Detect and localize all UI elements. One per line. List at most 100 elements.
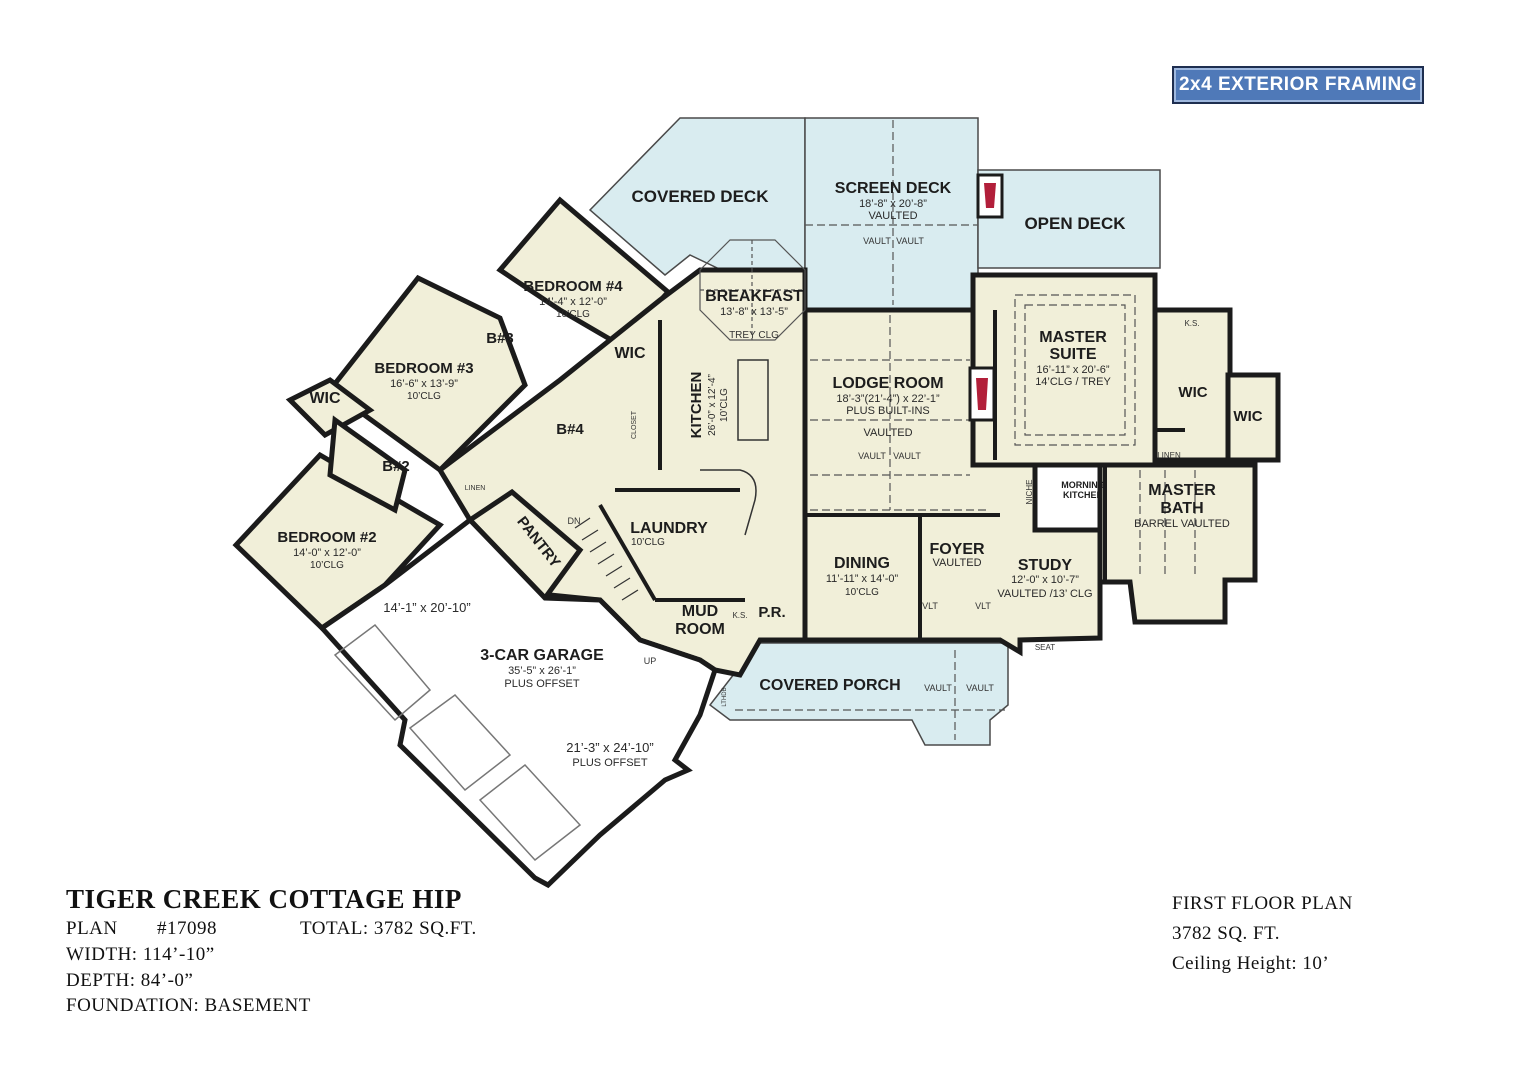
vault-label: VAULT xyxy=(863,236,891,246)
bedroom2-name: BEDROOM #2 xyxy=(277,529,376,546)
laundry-ceiling: 10’CLG xyxy=(631,537,665,548)
bedroom3-name: BEDROOM #3 xyxy=(374,360,473,377)
framing-badge: 2x4 EXTERIOR FRAMING xyxy=(1172,66,1424,104)
deck-areas xyxy=(588,117,1161,746)
garage-door-3 xyxy=(478,763,582,862)
bedroom2-dims: 14’-0” x 12’-0” xyxy=(293,547,361,559)
vault-label: VAULT xyxy=(893,451,921,461)
covered-deck-name: COVERED DECK xyxy=(632,187,770,206)
dn-label: DN xyxy=(568,516,581,526)
interior-areas xyxy=(232,196,1281,678)
fireplaces xyxy=(968,173,1004,422)
garage-note-right: PLUS OFFSET xyxy=(572,757,647,769)
wic-label: WIC xyxy=(614,345,646,362)
wic-master2-label: WIC xyxy=(1233,408,1262,425)
kitchen-name: KITCHEN xyxy=(688,372,705,439)
bedroom3-dims: 16’-6” x 13’-9” xyxy=(390,378,458,390)
wic-left-label: WIC xyxy=(309,390,341,407)
floor-title: FIRST FLOOR PLAN xyxy=(1172,893,1353,914)
bedroom3-area xyxy=(326,274,528,474)
stairs xyxy=(574,517,639,601)
up-label: UP xyxy=(644,656,657,666)
dining-name: DINING xyxy=(834,555,890,572)
covered-porch-area xyxy=(708,642,1009,746)
master-wic2-area xyxy=(1225,372,1281,463)
closet-label: CLOSET xyxy=(631,410,638,439)
vault-label: VAULT xyxy=(966,683,994,693)
breakfast-dims: 13’-8” x 13’-5” xyxy=(720,306,788,318)
breakfast-ceiling: TREY CLG xyxy=(729,330,779,341)
plan-depth: DEPTH: 84’-0” xyxy=(66,970,194,991)
morning-kitchen-2: KITCHEN xyxy=(1063,490,1103,500)
b3-label: B#3 xyxy=(486,330,514,347)
laundry-name: LAUNDRY xyxy=(630,520,708,537)
ks-label-mud: K.S. xyxy=(732,611,747,620)
covered-porch-name: COVERED PORCH xyxy=(759,677,900,694)
master-bath-name-2: BATH xyxy=(1160,500,1203,517)
vault-label: VAULT xyxy=(858,451,886,461)
plan-width: WIDTH: 114’-10” xyxy=(66,944,215,965)
garage-dims-left: 14’-1” x 20’-10” xyxy=(383,600,470,615)
open-deck-area xyxy=(977,169,1161,269)
vlt-label: VLT xyxy=(975,601,991,611)
dining-dims: 11’-11” x 14’-0” xyxy=(826,573,899,585)
master-bath-area xyxy=(1097,462,1258,625)
garage-dims: 35’-5” x 26’-1” xyxy=(508,665,576,677)
lodge-room-dims: 18’-3”(21’-4”) x 22’-1” xyxy=(836,393,940,405)
open-deck-name: OPEN DECK xyxy=(1024,214,1126,233)
bath-b2-area xyxy=(327,415,408,514)
b4-label: B#4 xyxy=(556,421,584,438)
garage-dims-right: 21’-3” x 24’-10” xyxy=(566,740,653,755)
breakfast-octagon xyxy=(699,239,806,341)
floor-sqft: 3782 SQ. FT. xyxy=(1172,923,1281,944)
garage-floor xyxy=(318,516,718,889)
lodge-room-note: PLUS BUILT-INS xyxy=(846,405,930,417)
b2-label: B#2 xyxy=(382,458,410,475)
kitchen-dims: 26’-0” x 12’-4” xyxy=(707,374,718,436)
garage-name: 3-CAR GARAGE xyxy=(480,647,604,664)
vault-label: VAULT xyxy=(896,236,924,246)
wic-master-label: WIC xyxy=(1178,384,1207,401)
seat-label: SEAT xyxy=(1035,643,1055,652)
lodge-room-ceiling: VAULTED xyxy=(863,427,912,439)
garage-note: PLUS OFFSET xyxy=(504,678,579,690)
mud-room-name-2: ROOM xyxy=(675,621,725,638)
lthdb-label: LTHDB xyxy=(722,687,728,706)
bedroom4-dims: 14’-4” x 12’-0” xyxy=(539,296,607,308)
plan-title: TIGER CREEK COTTAGE HIP xyxy=(66,884,462,914)
kitchen-counter xyxy=(700,469,757,536)
ks-label: K.S. xyxy=(1184,319,1199,328)
screen-deck-ceiling: VAULTED xyxy=(868,210,917,222)
niche-label: NICHE xyxy=(1025,480,1034,505)
vault-label: VAULT xyxy=(924,683,952,693)
fireplace-icon xyxy=(976,173,1004,219)
bedroom2-ceiling: 10’CLG xyxy=(310,560,344,571)
pr-label: P.R. xyxy=(758,604,785,621)
master-suite-name-2: SUITE xyxy=(1049,346,1096,363)
master-bath-ceiling: BARREL VAULTED xyxy=(1134,518,1230,530)
study-dims: 12’-0” x 10’-7” xyxy=(1011,574,1079,586)
ceiling-height: Ceiling Height: 10’ xyxy=(1172,953,1330,974)
bedroom4-name: BEDROOM #4 xyxy=(523,278,623,295)
linen-label-master: LINEN xyxy=(1157,451,1181,460)
bedroom4-area xyxy=(496,196,672,349)
wic-left-area xyxy=(285,377,375,439)
morning-kitchen-1: MORNING xyxy=(1061,480,1105,490)
mud-room-name-1: MUD xyxy=(682,603,718,620)
study-ceiling: VAULTED /13’ CLG xyxy=(997,588,1092,600)
total-sqft: TOTAL: 3782 SQ.FT. xyxy=(300,918,477,939)
dining-ceiling: 10’CLG xyxy=(845,587,879,598)
bedroom3-ceiling: 10’CLG xyxy=(407,391,441,402)
screen-deck-dims: 18’-8” x 20’-8” xyxy=(859,198,927,210)
lodge-room-name: LODGE ROOM xyxy=(832,375,943,392)
kitchen-island xyxy=(737,359,769,441)
dashed-lines xyxy=(735,120,1196,740)
screen-deck-name: SCREEN DECK xyxy=(835,180,952,197)
plan-number: #17098 xyxy=(157,918,217,939)
breakfast-name: BREAKFAST xyxy=(705,288,803,305)
kitchen-ceiling: 10’CLG xyxy=(719,388,730,422)
master-bath-name-1: MASTER xyxy=(1148,482,1216,499)
master-suite-ceiling: 14’CLG / TREY xyxy=(1035,376,1111,388)
foyer-name: FOYER xyxy=(929,541,985,558)
